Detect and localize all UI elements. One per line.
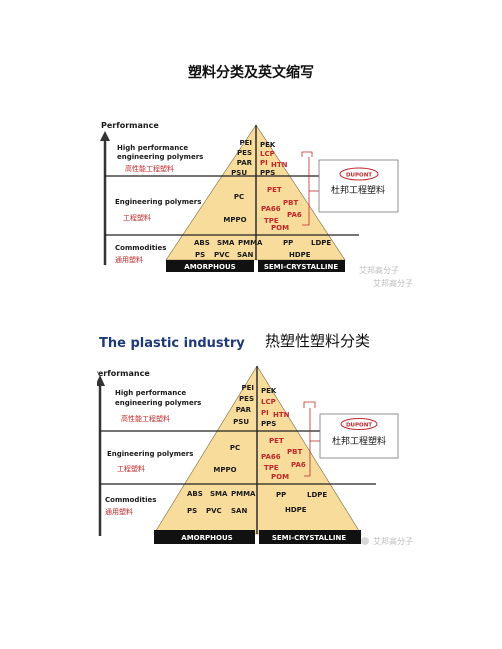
polymer-label: LDPE <box>311 239 331 247</box>
polymer-label: PEK <box>260 141 276 149</box>
polymer-label: POM <box>271 224 289 232</box>
polymer-label: PA66 <box>261 205 281 213</box>
plastics-pyramid-figure-2: The plastic industry 热塑性塑料分类 Performance… <box>97 326 427 558</box>
polymer-label: PES <box>239 395 254 403</box>
polymer-label: SAN <box>237 251 253 259</box>
polymer-label: PES <box>237 149 252 157</box>
figure-heading-en: The plastic industry <box>99 336 245 351</box>
polymer-label: PMMA <box>231 490 256 498</box>
tier-commodities-zh: 通用塑料 <box>115 255 143 264</box>
polymer-label: PMMA <box>238 239 263 247</box>
dupont-label: 杜邦工程塑料 <box>331 184 385 196</box>
dupont-logo-text: DUPONT <box>346 423 372 429</box>
wechat-watermark-icon <box>361 537 369 545</box>
tier-engineering-label: Engineering polymers <box>107 450 193 458</box>
polymer-label: HTN <box>271 161 288 169</box>
pyramid-diagram-2: The plastic industry 热塑性塑料分类 Performance… <box>97 332 413 546</box>
polymer-label: PEI <box>239 139 252 147</box>
polymer-label: TPE <box>264 464 279 472</box>
callout-bracket <box>302 157 310 226</box>
amorphous-bar <box>154 530 255 544</box>
polymer-label: TPE <box>264 217 279 225</box>
semicrystalline-label: SEMI-CRYSTALLINE <box>264 263 339 271</box>
polymer-label: PP <box>283 239 293 247</box>
polymer-label: PA6 <box>291 461 306 469</box>
polymer-label: HTN <box>273 411 290 419</box>
polymer-label: PI <box>261 409 269 417</box>
polymer-label: PA6 <box>287 211 302 219</box>
tier-high-zh: 高性能工程塑料 <box>121 414 170 423</box>
polymer-label: PSU <box>231 169 247 177</box>
amorphous-label: AMORPHOUS <box>181 534 232 542</box>
watermark-text: 艾邦高分子 <box>359 265 399 275</box>
polymer-label: PET <box>267 186 282 194</box>
polymer-label: ABS <box>187 490 203 498</box>
watermark-text: 艾邦高分子 <box>373 278 413 288</box>
axis-label: Performance <box>101 121 159 130</box>
polymer-label: LCP <box>261 398 276 406</box>
amorphous-bar <box>166 260 254 272</box>
polymer-label: PPS <box>260 169 275 177</box>
tier-commodities-label: Commodities <box>115 244 166 252</box>
tier-commodities-zh: 通用塑料 <box>105 507 133 516</box>
page-title: 塑料分类及英文缩写 <box>188 65 314 81</box>
tier-high-line2: engineering polymers <box>117 153 203 161</box>
polymer-label: PC <box>234 193 244 201</box>
polymer-label: SAN <box>231 507 247 515</box>
polymer-label: PBT <box>283 199 298 207</box>
axis-label: Performance <box>97 369 150 378</box>
tier-high-line2: engineering polymers <box>115 399 201 407</box>
pyramid-diagram-1: Performance AMORPHOUS SEMI-CRYSTALLINE H… <box>100 121 413 288</box>
polymer-label: PAR <box>237 159 253 167</box>
polymer-label: PSU <box>233 418 249 426</box>
polymer-label: LCP <box>260 150 275 158</box>
polymer-label: PP <box>276 491 286 499</box>
tier-engineering-zh: 工程塑料 <box>123 213 151 222</box>
polymer-label: PS <box>187 507 197 515</box>
dupont-logo-icon <box>340 418 378 430</box>
performance-arrow-head-icon <box>100 131 110 141</box>
polymer-label: PI <box>260 159 268 167</box>
tier-commodities-label: Commodities <box>105 496 156 504</box>
polymer-label: PA66 <box>261 453 281 461</box>
polymer-label: PPS <box>261 420 276 428</box>
callout-bracket <box>303 401 316 408</box>
polymer-label: PAR <box>236 406 252 414</box>
semicrystalline-bar <box>258 260 345 272</box>
performance-arrow-head-icon <box>97 375 105 386</box>
tier-high-line1: High performance <box>117 144 188 152</box>
amorphous-label: AMORPHOUS <box>184 263 235 271</box>
plastics-pyramid-figure-1: Performance AMORPHOUS SEMI-CRYSTALLINE H… <box>97 117 444 295</box>
polymer-label: MPPO <box>213 466 236 474</box>
polymer-label: PVC <box>214 251 230 259</box>
callout-bracket <box>301 151 313 157</box>
polymer-label: PS <box>195 251 205 259</box>
tier-high-line1: High performance <box>115 389 186 397</box>
semicrystalline-bar <box>259 530 361 544</box>
polymer-label: PBT <box>287 448 302 456</box>
watermark-text: 艾邦高分子 <box>373 536 413 546</box>
polymer-label: HDPE <box>289 251 311 259</box>
polymer-label: LDPE <box>307 491 327 499</box>
dupont-label: 杜邦工程塑料 <box>332 435 386 447</box>
polymer-label: SMA <box>210 490 228 498</box>
polymer-label: PEI <box>241 384 254 392</box>
dupont-logo-text: DUPONT <box>346 173 372 179</box>
callout-bracket <box>304 408 311 477</box>
polymer-label: PC <box>230 444 240 452</box>
polymer-label: SMA <box>217 239 235 247</box>
tier-high-zh: 高性能工程塑料 <box>125 164 174 173</box>
dupont-logo-icon <box>339 167 379 181</box>
polymer-label: ABS <box>194 239 210 247</box>
tier-engineering-label: Engineering polymers <box>115 198 201 206</box>
polymer-label: POM <box>271 473 289 481</box>
polymer-label: MPPO <box>223 216 246 224</box>
figure-heading-zh: 热塑性塑料分类 <box>265 332 370 350</box>
polymer-label: PET <box>269 437 284 445</box>
polymer-label: HDPE <box>285 506 307 514</box>
semicrystalline-label: SEMI-CRYSTALLINE <box>272 534 347 542</box>
polymer-label: PEK <box>261 387 277 395</box>
polymer-label: PVC <box>206 507 222 515</box>
tier-engineering-zh: 工程塑料 <box>117 464 145 473</box>
